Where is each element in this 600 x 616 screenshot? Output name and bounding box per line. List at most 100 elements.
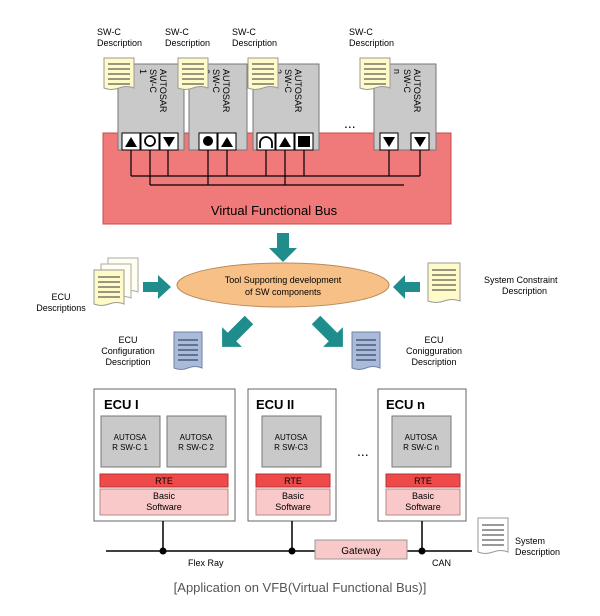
ecu-config-left-label-1: ECU bbox=[118, 335, 137, 345]
svg-text:SW-C: SW-C bbox=[211, 69, 221, 93]
system-description-label-2: Description bbox=[515, 547, 560, 557]
flexray-label: Flex Ray bbox=[188, 558, 224, 568]
svg-text:AUTOSA: AUTOSA bbox=[180, 433, 213, 442]
port-circle-icon bbox=[144, 135, 156, 147]
arrow-down-icon bbox=[269, 233, 297, 262]
ecu-config-left-doc-icon bbox=[173, 331, 203, 370]
ecu-2: ECU II AUTOSA R SW-C3 RTE Basic Software bbox=[247, 388, 337, 522]
swc-box bbox=[100, 415, 161, 468]
svg-text:AUTOSAR: AUTOSAR bbox=[293, 69, 303, 113]
port-down-icon bbox=[163, 137, 175, 147]
vfb-wiring bbox=[130, 150, 421, 186]
svg-text:AUTOSAR: AUTOSAR bbox=[221, 69, 231, 113]
svg-text:AUTOSA: AUTOSA bbox=[114, 433, 147, 442]
bus-nodes bbox=[159, 547, 426, 555]
svg-text:RTE: RTE bbox=[155, 476, 173, 486]
ecu-config-left-label-2: Configuration bbox=[101, 346, 155, 356]
svg-text:RTE: RTE bbox=[414, 476, 432, 486]
system-description-doc-icon bbox=[477, 517, 509, 554]
svg-text:Basic: Basic bbox=[412, 491, 435, 501]
swc-description-label-1: SW-C Description bbox=[97, 27, 142, 48]
svg-text:ECU n: ECU n bbox=[386, 397, 425, 412]
swc-box bbox=[261, 415, 322, 468]
basic-software bbox=[99, 488, 229, 516]
svg-text:SW-C: SW-C bbox=[402, 69, 412, 93]
ecu-config-left-label-3: Description bbox=[105, 357, 150, 367]
svg-text:Basic: Basic bbox=[153, 491, 176, 501]
svg-text:AUTOSA: AUTOSA bbox=[275, 433, 308, 442]
ecu-n: ECU n AUTOSA R SW-C n RTE Basic Software bbox=[377, 388, 467, 522]
svg-text:n: n bbox=[392, 69, 402, 74]
swc-description-label-n: SW-C Description bbox=[349, 27, 394, 48]
basic-software bbox=[255, 488, 331, 516]
swc-doc-icon-3 bbox=[247, 57, 279, 90]
svg-text:Software: Software bbox=[405, 502, 441, 512]
svg-text:R SW-C3: R SW-C3 bbox=[274, 443, 308, 452]
svg-text:1: 1 bbox=[138, 69, 148, 74]
rte-bar bbox=[255, 473, 331, 488]
port-filled-circle-icon bbox=[203, 136, 213, 146]
svg-text:SW-C: SW-C bbox=[349, 27, 373, 37]
gateway-box bbox=[314, 539, 408, 560]
svg-text:RTE: RTE bbox=[284, 476, 302, 486]
system-constraint-label-1: System Constraint bbox=[484, 275, 558, 285]
svg-text:AUTOSA: AUTOSA bbox=[405, 433, 438, 442]
port-arch-icon bbox=[259, 136, 273, 148]
svg-text:R SW-C 1: R SW-C 1 bbox=[112, 443, 148, 452]
tool-ellipse bbox=[176, 262, 390, 308]
swc-description-label-2: SW-C Description bbox=[165, 27, 210, 48]
port-down-icon bbox=[383, 137, 395, 147]
ellipsis-top: ... bbox=[344, 115, 356, 131]
swc-doc-icon-1 bbox=[103, 57, 135, 90]
system-constraint-label-2: Description bbox=[502, 286, 547, 296]
tool-label-line2: of SW components bbox=[245, 287, 322, 297]
svg-text:SW-C: SW-C bbox=[97, 27, 121, 37]
system-constraint-doc-icon bbox=[427, 262, 461, 303]
ecu-config-right-doc-icon bbox=[351, 331, 381, 370]
svg-text:R SW-C 2: R SW-C 2 bbox=[178, 443, 214, 452]
svg-text:ECU I: ECU I bbox=[104, 397, 139, 412]
can-label: CAN bbox=[432, 558, 451, 568]
svg-text:SW-C: SW-C bbox=[283, 69, 293, 93]
port-square-icon bbox=[298, 136, 310, 147]
svg-text:AUTOSAR: AUTOSAR bbox=[158, 69, 168, 113]
arrow-down-left-icon bbox=[222, 315, 254, 347]
svg-text:SW-C: SW-C bbox=[232, 27, 256, 37]
svg-text:Basic: Basic bbox=[282, 491, 305, 501]
swc-component-n: AUTOSAR SW-C n bbox=[373, 63, 437, 151]
svg-text:Description: Description bbox=[165, 38, 210, 48]
svg-text:Software: Software bbox=[275, 502, 311, 512]
ecu-descriptions-label-2: Descriptions bbox=[36, 303, 86, 313]
figure-caption: [Application on VFB(Virtual Functional B… bbox=[173, 580, 427, 595]
gateway-label: Gateway bbox=[341, 546, 380, 557]
tool-label-line1: Tool Supporting development bbox=[225, 275, 342, 285]
rte-bar bbox=[99, 473, 229, 488]
port-up-icon bbox=[125, 137, 137, 147]
vfb-label: Virtual Functional Bus bbox=[211, 203, 338, 218]
svg-text:SW-C: SW-C bbox=[148, 69, 158, 93]
port-up-icon bbox=[279, 137, 291, 147]
ellipsis-ecu: ... bbox=[357, 443, 369, 459]
svg-text:ECU II: ECU II bbox=[256, 397, 294, 412]
swc-box bbox=[391, 415, 452, 468]
port-down-icon bbox=[414, 137, 426, 147]
svg-text:SW-C: SW-C bbox=[165, 27, 189, 37]
port-up-icon bbox=[221, 137, 233, 147]
svg-text:Description: Description bbox=[97, 38, 142, 48]
bus-network bbox=[106, 521, 472, 552]
svg-text:Software: Software bbox=[146, 502, 182, 512]
svg-text:Description: Description bbox=[232, 38, 277, 48]
rte-bar bbox=[385, 473, 461, 488]
swc-doc-icon-n bbox=[359, 57, 391, 90]
ecu-1: ECU I AUTOSA R SW-C 1 AUTOSA R SW-C 2 RT… bbox=[93, 388, 236, 522]
ecu-config-right-label-3: Description bbox=[411, 357, 456, 367]
basic-software bbox=[385, 488, 461, 516]
system-description-label-1: System bbox=[515, 536, 545, 546]
arrow-left-icon bbox=[393, 275, 420, 299]
svg-text:Description: Description bbox=[349, 38, 394, 48]
ecu-config-right-label-2: Conigguration bbox=[406, 346, 462, 356]
swc-description-label-3: SW-C Description bbox=[232, 27, 277, 48]
ecu-descriptions-label-1: ECU bbox=[51, 292, 70, 302]
svg-text:R SW-C n: R SW-C n bbox=[403, 443, 439, 452]
